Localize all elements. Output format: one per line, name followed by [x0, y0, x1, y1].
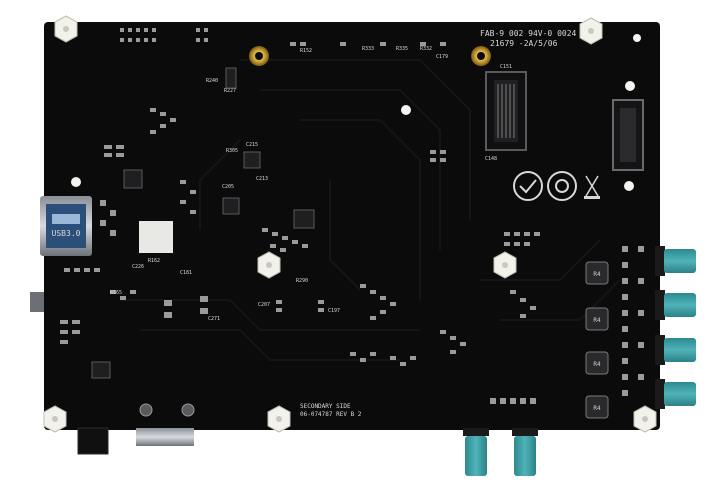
pcb-board [44, 22, 660, 430]
svg-text:R335: R335 [396, 46, 408, 52]
svg-text:C179: C179 [436, 54, 448, 60]
svg-text:C213: C213 [256, 176, 268, 182]
screw-heads [139, 403, 195, 417]
white-holes [71, 34, 641, 191]
svg-text:R4: R4 [593, 405, 601, 412]
svg-text:R333: R333 [362, 46, 374, 52]
svg-text:R332: R332 [420, 46, 432, 52]
ic-chips [91, 67, 315, 379]
svg-text:C181: C181 [180, 270, 192, 276]
svg-text:R4: R4 [593, 361, 601, 368]
part-label: 06-074787 REV B 2 [300, 411, 362, 418]
svg-text:C271: C271 [208, 316, 220, 322]
usb-label: USB3.0 [52, 229, 81, 238]
svg-text:R227: R227 [224, 88, 236, 94]
ul-label: 21679 -2A/5/06 [490, 39, 558, 48]
svg-text:R152: R152 [300, 48, 312, 54]
trace-texture [120, 59, 621, 361]
svg-text:C151: C151 [500, 64, 512, 70]
smd-clusters [60, 28, 644, 404]
svg-text:C148: C148 [485, 156, 497, 162]
svg-text:C226: C226 [132, 264, 144, 270]
svg-text:R4: R4 [593, 271, 601, 278]
usb-connector: USB3.0 [40, 196, 92, 256]
mezzanine-connector [612, 99, 644, 171]
side-label: SECONDARY SIDE [300, 403, 351, 410]
fab-label: FAB-9 002 94V-0 0024 [480, 29, 577, 38]
metal-bracket [136, 428, 194, 446]
svg-text:C205: C205 [222, 184, 234, 190]
svg-text:R305: R305 [226, 148, 238, 154]
sma-connectors-bottom [463, 428, 538, 476]
svg-text:R162: R162 [148, 258, 160, 264]
m2-slot [485, 71, 527, 151]
svg-text:C207: C207 [258, 302, 270, 308]
cert-logos [513, 171, 600, 201]
svg-text:R240: R240 [206, 78, 218, 84]
svg-text:R165: R165 [110, 290, 122, 296]
component-refdes: R240 C151 C148 C197 C207 C271 C226 R165 … [110, 46, 512, 322]
svg-text:C215: C215 [246, 142, 258, 148]
ic-white-package [139, 221, 173, 253]
slide-switch [30, 292, 44, 312]
dc-jack [77, 427, 109, 455]
svg-text:C197: C197 [328, 308, 340, 314]
gold-mounting-holes [249, 46, 491, 66]
svg-text:R4: R4 [593, 317, 601, 324]
sma-connectors-right [655, 246, 696, 409]
svg-text:R290: R290 [296, 278, 308, 284]
